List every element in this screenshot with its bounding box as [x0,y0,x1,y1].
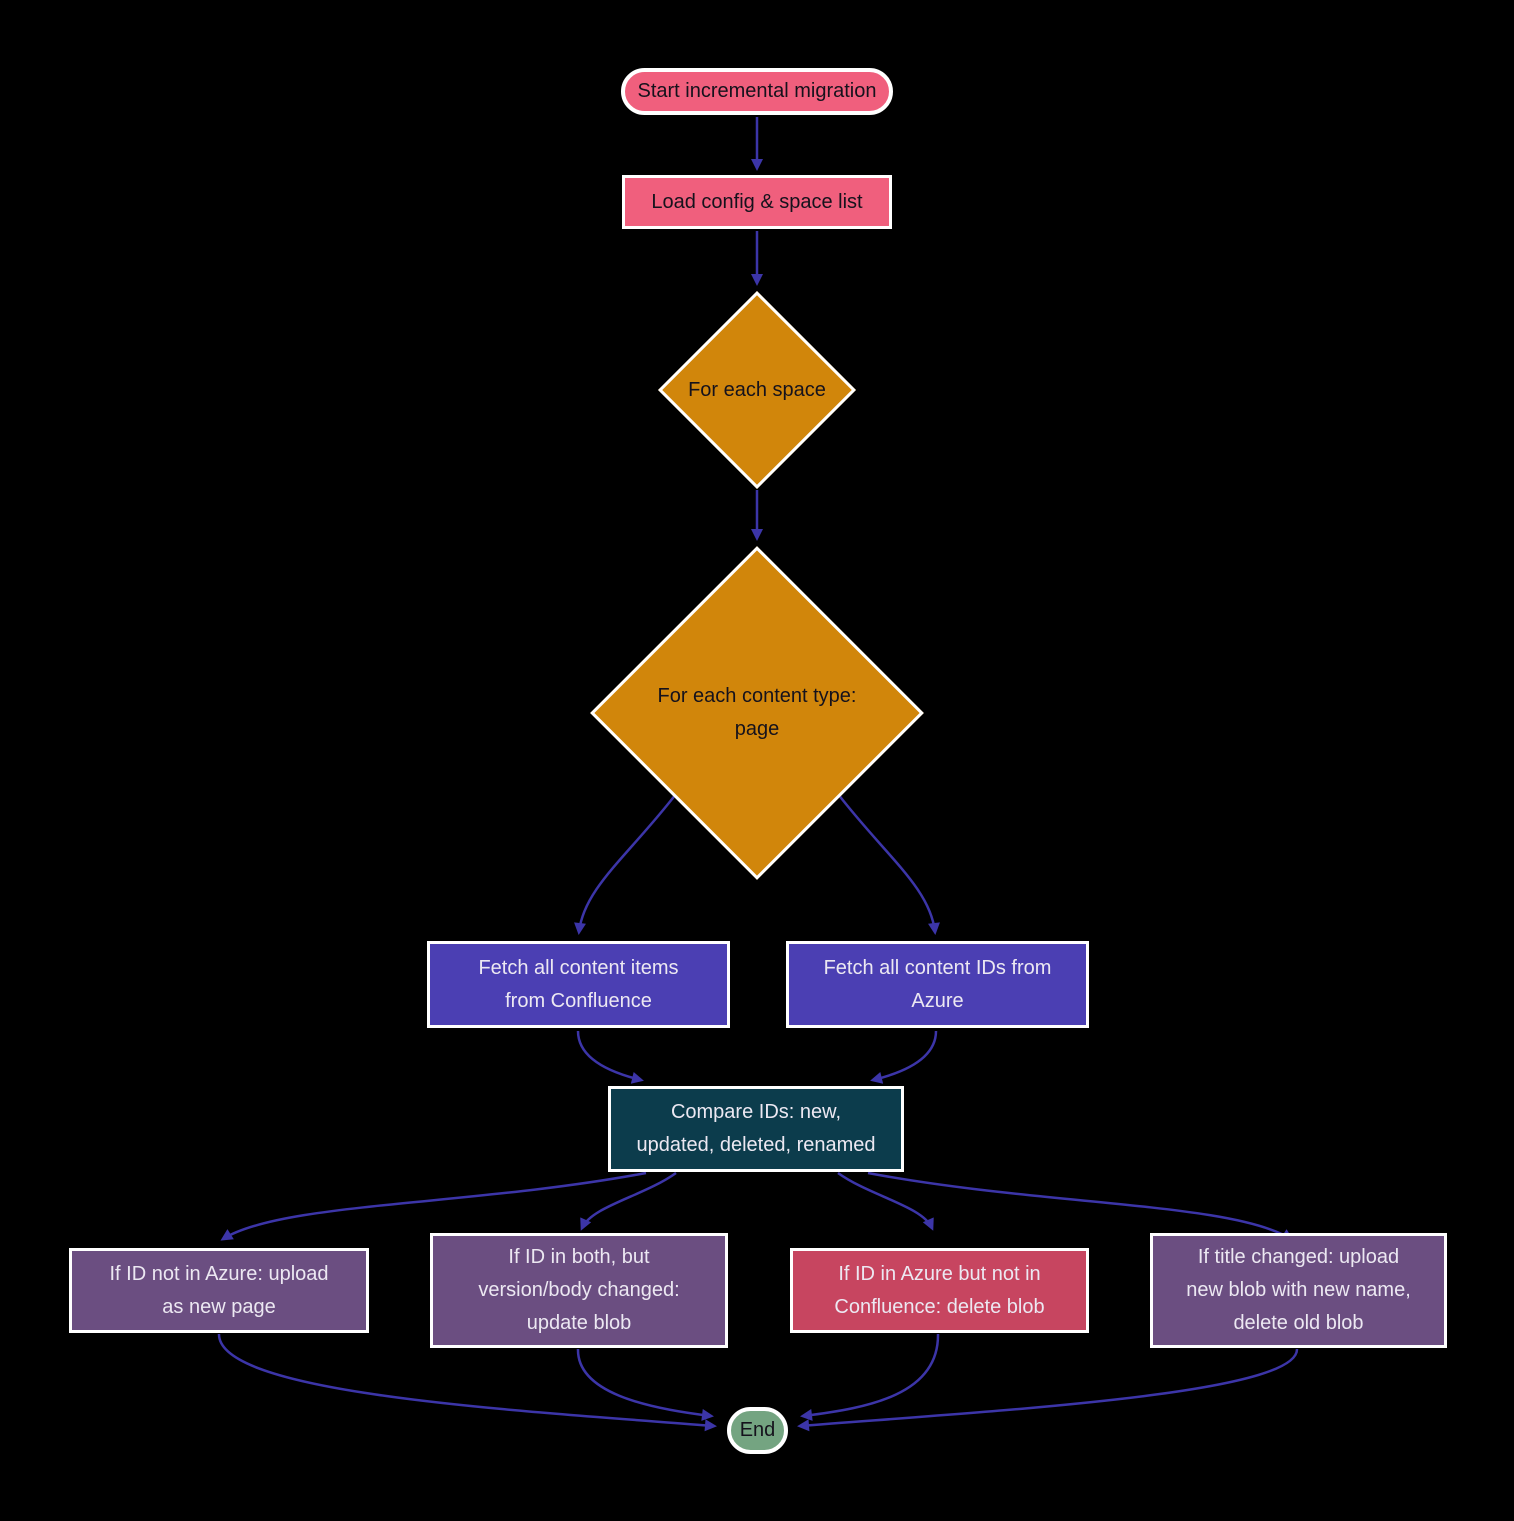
edge-updateblob-end [576,1348,714,1421]
node-end: End [727,1407,788,1454]
edge-uploadnewpage-end [217,1333,717,1432]
node-rename-blob: If title changed: upload new blob with n… [1150,1233,1447,1348]
edge-compare-renameblob [867,1171,1294,1241]
node-for-each-space-label: For each space [688,378,826,401]
node-load-config: Load config & space list [622,175,892,229]
edge-deleteblob-end [800,1333,940,1421]
edge-fetchazure-compare [870,1030,938,1084]
node-for-each-content-type-label: For each content type: page [657,685,857,740]
edge-compare-uploadnewpage [220,1171,647,1241]
node-compare-ids: Compare IDs: new, updated, deleted, rena… [608,1086,904,1172]
edge-renameblob-end [797,1348,1299,1432]
node-fetch-azure: Fetch all content IDs from Azure [786,941,1089,1028]
edge-compare-deleteblob [837,1171,934,1231]
node-upload-new-page: If ID not in Azure: upload as new page [69,1248,369,1333]
edge-compare-updateblob [580,1171,677,1231]
node-fetch-confluence: Fetch all content items from Confluence [427,941,730,1028]
node-update-blob: If ID in both, but version/body changed:… [430,1233,728,1348]
node-delete-blob: If ID in Azure but not in Confluence: de… [790,1248,1089,1333]
node-start: Start incremental migration [621,68,893,115]
edge-eachtype-fetchconfluence [574,793,677,935]
edge-eachtype-fetchazure [837,793,940,935]
edge-fetchconfluence-compare [576,1030,644,1084]
